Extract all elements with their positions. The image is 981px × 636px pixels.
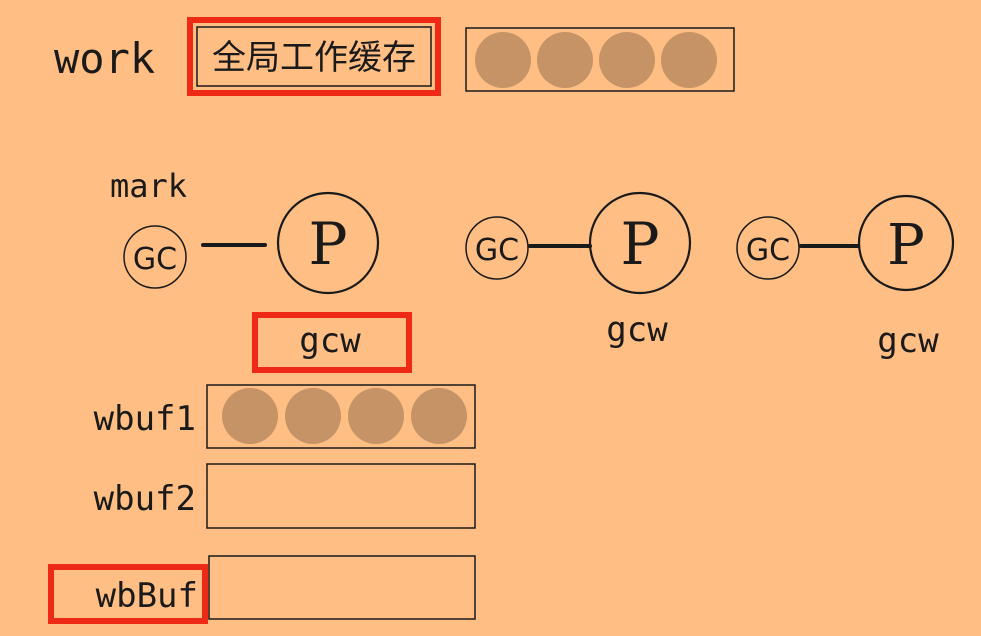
work-cache-label: 全局工作缓存	[212, 38, 416, 78]
gcw-highlight-1	[252, 312, 412, 373]
gc-label-3: GC	[746, 233, 790, 268]
gc-node-1	[123, 225, 187, 289]
wbbuf-label: wbBuf	[96, 576, 198, 616]
buffer-wbuf2: wbuf2	[94, 463, 476, 529]
work-label: work	[54, 34, 155, 83]
work-queue-item-1	[475, 32, 531, 88]
buffer-wbbuf: wbBuf	[48, 555, 476, 624]
p-label-1: P	[308, 210, 347, 278]
work-queue-item-2	[537, 32, 593, 88]
wbuf1-box	[206, 384, 476, 449]
p-node-3	[857, 194, 955, 292]
p-label-2: P	[620, 210, 659, 278]
gcw-label-1: gcw	[299, 321, 361, 361]
gc-label-1: GC	[133, 242, 177, 277]
global-work-row: work 全局工作缓存	[54, 17, 735, 96]
wbuf1-item-4	[411, 388, 467, 444]
wbuf1-item-1	[222, 388, 278, 444]
mark-label: mark	[110, 167, 187, 205]
wbuf2-box	[206, 463, 476, 529]
p-label-3: P	[887, 213, 925, 278]
gcw-label-2: gcw	[606, 310, 668, 350]
wbbuf-highlight	[48, 564, 208, 624]
p-node-2	[588, 191, 692, 295]
processor-2: GC P gcw	[465, 191, 692, 350]
work-queue-item-3	[599, 32, 655, 88]
wbuf2-label: wbuf2	[94, 479, 196, 519]
work-cache-highlight	[187, 17, 441, 96]
wbuf1-item-3	[348, 388, 404, 444]
wbuf1-item-2	[285, 388, 341, 444]
wbuf1-items	[222, 388, 467, 444]
wbuf1-label: wbuf1	[94, 399, 196, 439]
work-cache-label-box	[196, 26, 432, 87]
processor-3: GC P gcw	[736, 194, 955, 361]
work-queue-items	[475, 32, 717, 88]
p-node-1	[276, 191, 380, 295]
gc-node-3	[736, 216, 800, 280]
work-queue-box	[465, 27, 735, 92]
processor-1: GC P gcw	[123, 191, 412, 373]
gcw-label-3: gcw	[877, 321, 939, 361]
wbbuf-box	[208, 555, 476, 620]
gc-label-2: GC	[475, 233, 519, 268]
work-queue-item-4	[661, 32, 717, 88]
buffer-wbuf1: wbuf1	[94, 384, 476, 449]
gc-node-2	[465, 216, 529, 280]
